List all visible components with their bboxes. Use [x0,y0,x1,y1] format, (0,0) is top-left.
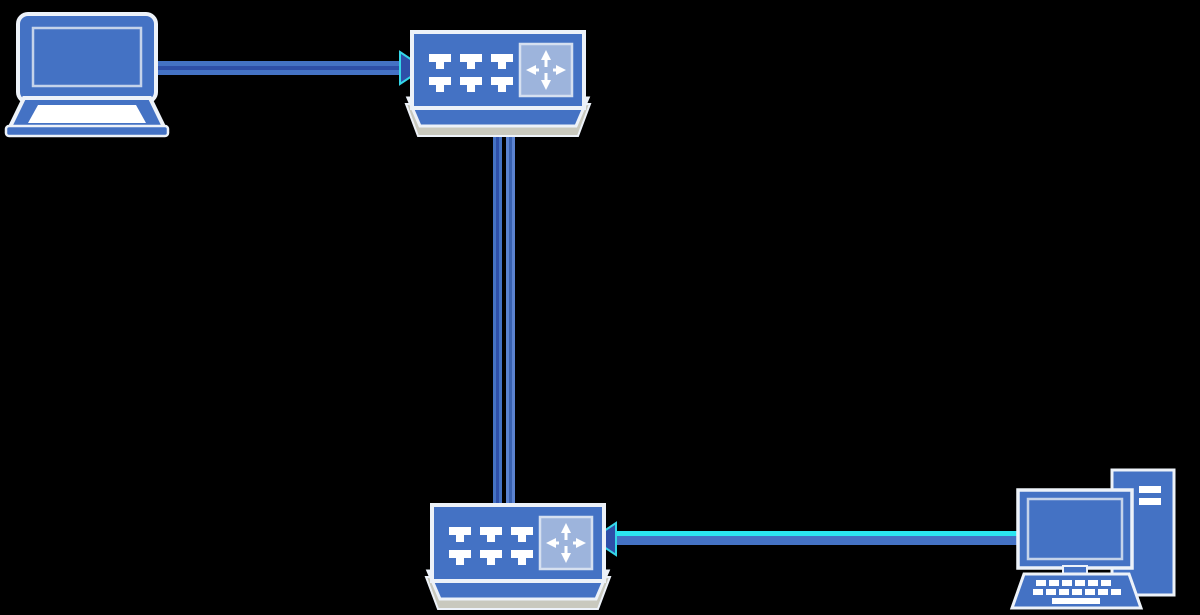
network-switch-icon[interactable] [424,503,612,610]
laptop-keyboard [28,105,146,123]
four-way-arrows-icon [538,515,594,571]
monitor-icon [1016,488,1134,579]
laptop-screen [31,26,143,88]
desktop-computer-icon[interactable] [1009,468,1176,610]
laptop-icon[interactable] [4,12,170,138]
network-switch-icon[interactable] [404,30,592,137]
keyboard-icon [1009,572,1144,610]
laptop-front-lip [4,124,170,138]
four-way-arrows-icon [518,42,574,98]
